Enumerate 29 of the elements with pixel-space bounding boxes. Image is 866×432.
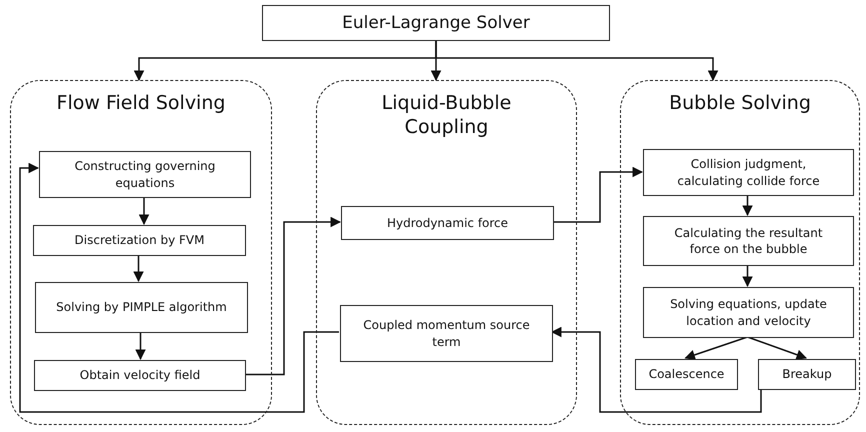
process-box: Collision judgment, calculating collide force (643, 149, 854, 196)
process-box: Discretization by FVM (33, 225, 246, 256)
process-box: Solving equations, update location and velocity (643, 287, 854, 338)
group-heading: Bubble Solving (668, 91, 812, 115)
arrow (684, 336, 748, 360)
group-container (620, 80, 860, 425)
process-box: Coalescence (635, 359, 738, 390)
arrow (435, 41, 718, 82)
arrow (245, 216, 342, 376)
arrow (133, 255, 144, 282)
arrow (138, 197, 150, 226)
arrow (553, 166, 644, 223)
group-heading: Liquid-Bubble Coupling (380, 91, 512, 139)
group-container (10, 80, 272, 425)
arrow (747, 336, 807, 360)
process-box: Obtain velocity field (34, 360, 246, 391)
arrow (135, 332, 146, 360)
arrow (742, 265, 753, 288)
arrow (19, 162, 339, 413)
group-container (316, 80, 577, 425)
process-box: Coupled momentum source term (340, 305, 553, 362)
process-box: Constructing governing equations (39, 151, 251, 198)
process-box: Solving by PIMPLE algorithm (35, 282, 248, 333)
process-box: Hydrodynamic force (341, 206, 554, 240)
title-box: Euler-Lagrange Solver (262, 5, 610, 41)
process-box: Breakup (758, 359, 856, 390)
arrow (742, 195, 753, 216)
group-heading: Flow Field Solving (56, 91, 226, 115)
process-box: Calculating the resultant force on the bubble (643, 216, 854, 266)
